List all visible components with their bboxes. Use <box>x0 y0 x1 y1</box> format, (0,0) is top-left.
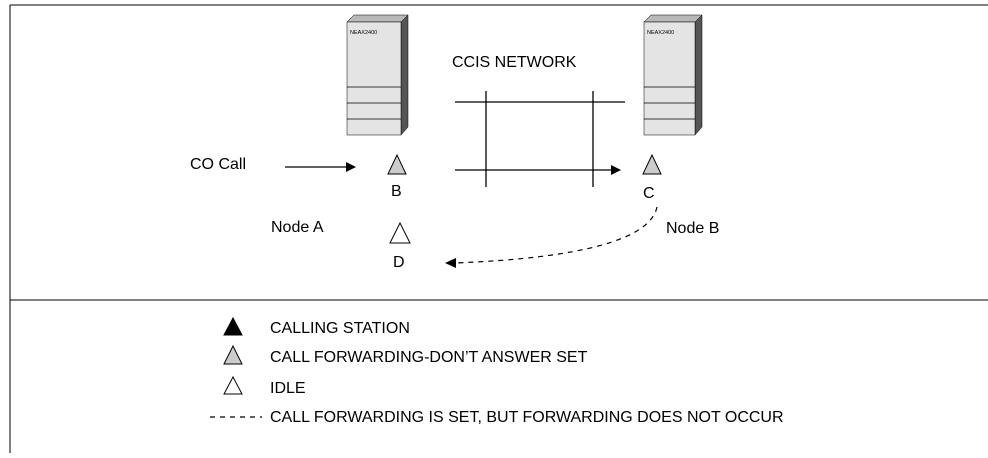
pbx-cabinet-node-b: NEAX2400 <box>643 14 703 136</box>
pbx-brand-label: NEAX2400 <box>647 30 674 36</box>
pbx-cabinet-node-a: NEAX2400 <box>346 14 409 136</box>
legend-idle-label: IDLE <box>270 380 306 397</box>
station-c-forwarding-set-icon <box>642 153 662 175</box>
legend-calling-station-icon <box>223 316 243 336</box>
co-call-label: CO Call <box>190 156 246 173</box>
pbx-top <box>346 14 409 23</box>
forwarding-dashed-path <box>454 206 658 264</box>
station-d-label: D <box>393 254 405 271</box>
legend-calling-station-label: CALLING STATION <box>270 320 410 337</box>
network-label: CCIS NETWORK <box>452 54 577 71</box>
pbx-front <box>643 21 696 136</box>
legend-forwarding-set-icon <box>223 344 243 365</box>
pbx-side <box>694 14 703 136</box>
pbx-top <box>643 14 703 23</box>
ccis-network-grid <box>455 91 625 187</box>
station-b-forwarding-set-icon <box>387 153 407 175</box>
forwarding-dashed-arrowhead <box>445 258 456 268</box>
node-b-label: Node B <box>666 220 719 237</box>
station-d-idle-icon <box>389 221 411 244</box>
pbx-front <box>346 21 402 136</box>
legend: CALLING STATION CALL FORWARDING-DON’T AN… <box>210 316 784 426</box>
node-a-label: Node A <box>271 219 324 236</box>
legend-dashed-line-label: CALL FORWARDING IS SET, BUT FORWARDING D… <box>270 409 784 426</box>
legend-forwarding-set-label: CALL FORWARDING-DON’T ANSWER SET <box>270 349 588 366</box>
legend-idle-icon <box>223 375 243 395</box>
station-b-label: B <box>391 183 402 200</box>
pbx-brand-label: NEAX2400 <box>350 30 377 36</box>
pbx-side <box>400 14 409 136</box>
station-c-label: C <box>643 185 655 202</box>
